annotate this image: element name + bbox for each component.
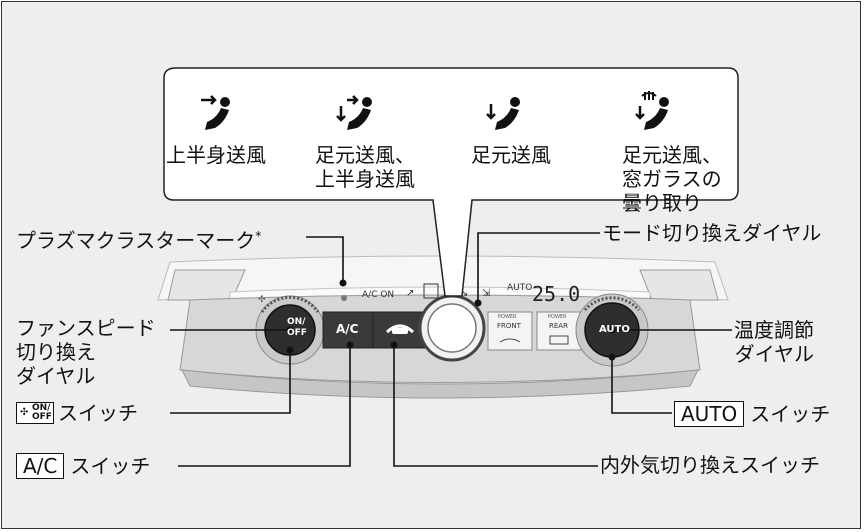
rear-defrost-button[interactable] xyxy=(536,311,582,351)
onoff-dial-bottom-text: OFF xyxy=(287,328,307,338)
front-defrost-button[interactable] xyxy=(487,311,533,351)
mode-dial[interactable] xyxy=(418,294,486,362)
feet-defog-icon xyxy=(635,91,669,130)
plasma-leader xyxy=(306,236,344,283)
ac-button-text: A/C xyxy=(336,322,359,336)
recirc-switch-label: 内外気切り換えスイッチ xyxy=(598,453,822,477)
ac-switch-leader xyxy=(178,345,351,467)
upper-body-vent-icon xyxy=(201,95,230,130)
leader-dots xyxy=(286,279,616,361)
temp-dial-label: 温度調節 ダイヤル xyxy=(734,318,814,366)
recirc-switch-leader xyxy=(393,345,598,467)
onoff-switch-leader xyxy=(170,350,291,414)
mode-label-upper-body: 上半身送風 xyxy=(166,143,266,167)
front-power-text: POWER xyxy=(498,314,517,320)
mode-label-feet-defog: 足元送風、 窓ガラスの 曇り取り xyxy=(622,143,722,215)
svg-text:↘: ↘ xyxy=(460,288,468,299)
auto-indicator: AUTO xyxy=(507,283,533,293)
fan-dial-label: ファンスピード 切り換え ダイヤル xyxy=(16,316,156,388)
auto-dial-text: AUTO xyxy=(599,324,630,335)
rear-power-text: POWER xyxy=(548,314,567,320)
mode-label-feet: 足元送風 xyxy=(471,143,551,167)
recirculation-button[interactable] xyxy=(372,311,428,349)
mode-dial-leader xyxy=(477,232,600,303)
ac-on-indicator: A/C ON xyxy=(362,290,395,300)
feet-and-upper-body-icon xyxy=(336,95,372,130)
leader-lines xyxy=(170,232,732,467)
svg-text:↗: ↗ xyxy=(406,288,414,299)
auto-switch-leader xyxy=(611,357,672,414)
mode-callout-bubble xyxy=(163,67,739,297)
mode-dial-label: モード切り換えダイヤル xyxy=(600,221,824,245)
mode-indicator-strip: ↗ ↘ ⇲ xyxy=(406,283,491,299)
svg-text:✣: ✣ xyxy=(258,295,266,305)
onoff-dial-top-text: ON/ xyxy=(287,317,306,327)
rear-label-text: REAR xyxy=(549,322,568,330)
temperature-readout: 25.0 xyxy=(532,282,581,306)
svg-text:⇲: ⇲ xyxy=(482,288,491,299)
plasma-cluster-label: プラズマクラスターマーク* xyxy=(14,224,264,253)
mode-label-feet-upper: 足元送風、 上半身送風 xyxy=(315,143,415,191)
feet-vent-icon xyxy=(486,97,520,130)
front-label-text: FRONT xyxy=(497,322,521,330)
onoff-switch-label: ✣ ON/ OFF スイッチ xyxy=(14,401,140,426)
onoff-switch-icon: ✣ ON/ OFF xyxy=(16,401,54,424)
